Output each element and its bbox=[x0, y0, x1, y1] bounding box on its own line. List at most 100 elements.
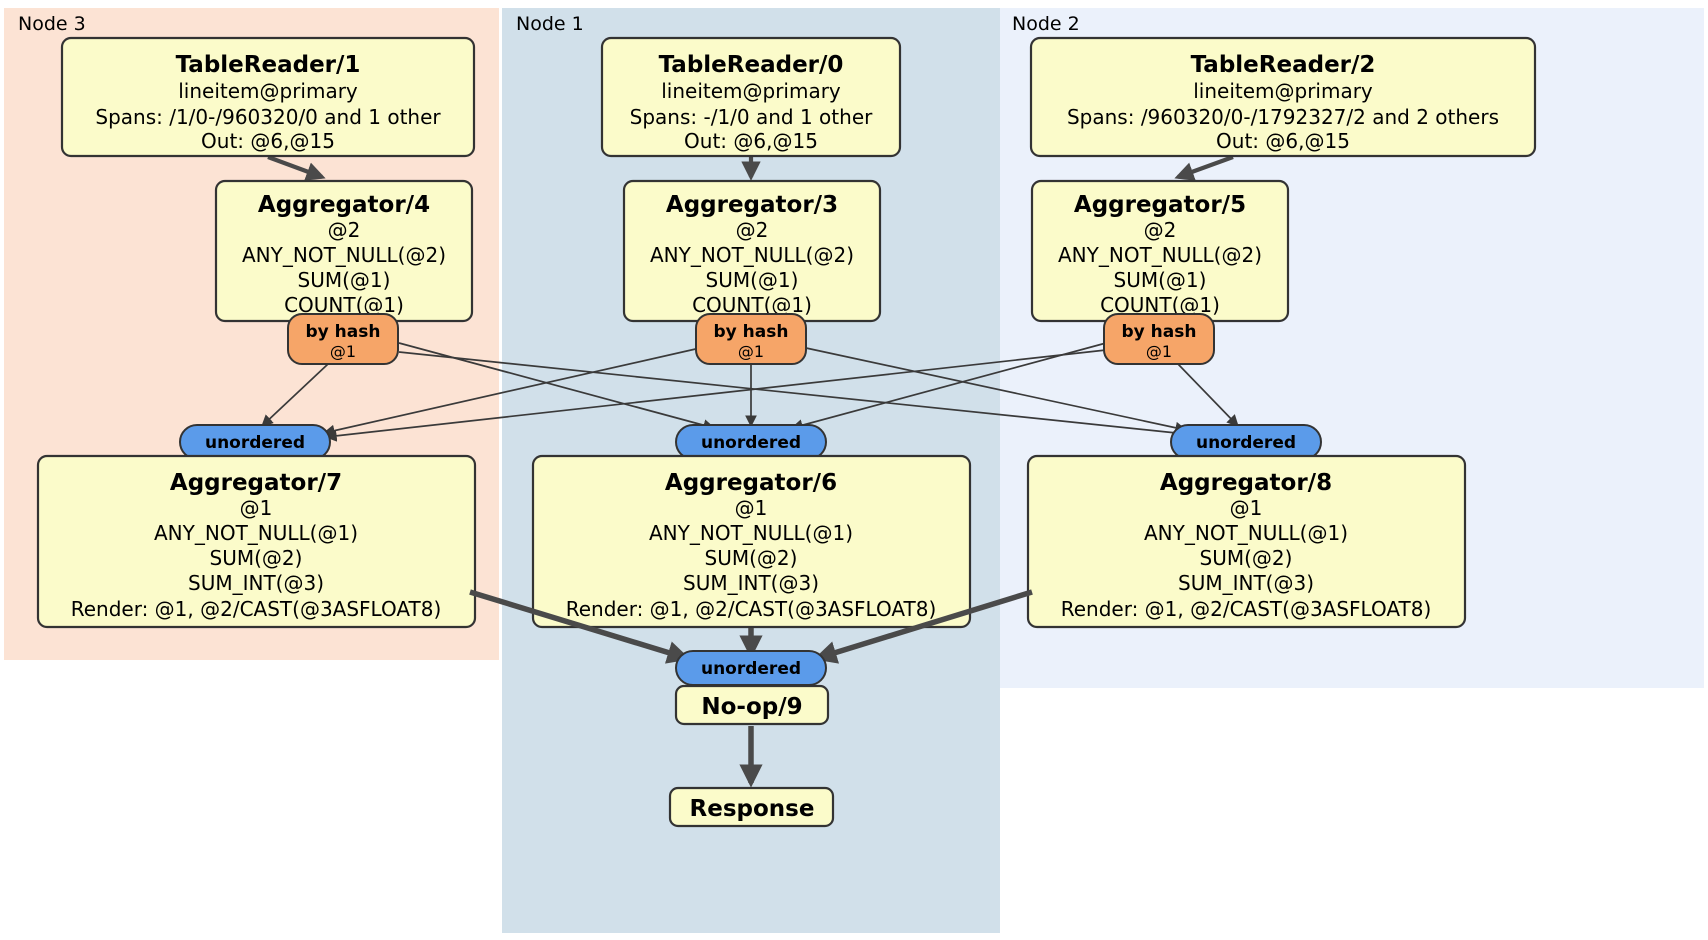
processor-aggregator6[interactable]: Aggregator/6 @1 ANY_NOT_NULL(@1) SUM(@2)… bbox=[531, 454, 972, 629]
edge-aggregator8-to-unordered9 bbox=[813, 589, 1033, 664]
aggregator6-line-4: Render: @1, @2/CAST(@3ASFLOAT8) bbox=[566, 597, 937, 621]
edge-aggregator7-to-unordered9 bbox=[469, 589, 691, 664]
noop9-title: No-op/9 bbox=[701, 694, 802, 720]
edge-tablereader1-to-aggregator4 bbox=[267, 155, 326, 181]
tablereader0-line-0: lineitem@primary bbox=[661, 79, 841, 103]
aggregator3-line-0: @2 bbox=[736, 218, 769, 242]
byhash-3-sub: @1 bbox=[738, 342, 764, 361]
edges-reader-to-aggregator bbox=[267, 155, 1234, 181]
aggregator7-line-3: SUM_INT(@3) bbox=[188, 571, 324, 595]
byhash-5-badge[interactable] bbox=[1103, 313, 1215, 365]
sync-unordered-aggregator7[interactable]: unordered bbox=[179, 424, 331, 460]
edge-byhash5-to-unordered8 bbox=[1177, 363, 1239, 427]
processor-aggregator4[interactable]: Aggregator/4 @2 ANY_NOT_NULL(@2) SUM(@1)… bbox=[214, 179, 474, 323]
tablereader1-line-0: lineitem@primary bbox=[178, 79, 358, 103]
byhash-4-label: by hash bbox=[306, 322, 381, 342]
processor-tablereader1[interactable]: TableReader/1 lineitem@primary Spans: /1… bbox=[60, 36, 476, 158]
aggregator5-line-1: ANY_NOT_NULL(@2) bbox=[1058, 243, 1262, 267]
aggregator8-line-2: SUM(@2) bbox=[1200, 546, 1293, 570]
edges-shuffle bbox=[261, 342, 1239, 442]
aggregator6-line-0: @1 bbox=[735, 496, 768, 520]
aggregator4-title: Aggregator/4 bbox=[258, 192, 430, 218]
byhash-3-label: by hash bbox=[714, 322, 789, 342]
sync-unordered-aggregator8[interactable]: unordered bbox=[1170, 424, 1322, 460]
aggregator8-line-3: SUM_INT(@3) bbox=[1178, 571, 1314, 595]
tablereader0-box[interactable] bbox=[600, 36, 902, 158]
processor-aggregator3[interactable]: Aggregator/3 @2 ANY_NOT_NULL(@2) SUM(@1)… bbox=[622, 179, 882, 323]
tablereader2-line-1: Spans: /960320/0-/1792327/2 and 2 others bbox=[1067, 105, 1499, 129]
aggregator6-box[interactable] bbox=[531, 454, 972, 629]
sync-badges-top-group: unordered unordered unordered bbox=[179, 424, 1322, 460]
tablereader2-title: TableReader/2 bbox=[1191, 52, 1376, 78]
router-badges-group: by hash @1 by hash @1 by hash @1 bbox=[287, 313, 1215, 365]
aggregator5-line-0: @2 bbox=[1144, 218, 1177, 242]
aggregator4-line-0: @2 bbox=[328, 218, 361, 242]
aggregator8-line-4: Render: @1, @2/CAST(@3ASFLOAT8) bbox=[1061, 597, 1432, 621]
edge-byhash5-to-unordered6 bbox=[790, 342, 1107, 431]
aggregator7-box[interactable] bbox=[36, 454, 477, 629]
router-byhash-aggregator4[interactable]: by hash @1 bbox=[287, 313, 399, 365]
response-box[interactable] bbox=[668, 786, 835, 828]
edge-byhash4-to-unordered8 bbox=[398, 351, 1188, 439]
processor-aggregator7[interactable]: Aggregator/7 @1 ANY_NOT_NULL(@1) SUM(@2)… bbox=[36, 454, 477, 629]
edge-byhash5-to-unordered7 bbox=[324, 349, 1107, 442]
aggregator8-box[interactable] bbox=[1026, 454, 1467, 629]
final-aggregators-group: Aggregator/7 @1 ANY_NOT_NULL(@1) SUM(@2)… bbox=[36, 454, 1467, 629]
aggregator3-line-2: SUM(@1) bbox=[706, 268, 799, 292]
aggregator7-line-1: ANY_NOT_NULL(@1) bbox=[154, 521, 358, 545]
byhash-3-badge[interactable] bbox=[695, 313, 807, 365]
aggregator6-line-3: SUM_INT(@3) bbox=[683, 571, 819, 595]
processor-response[interactable]: Response bbox=[668, 786, 835, 828]
aggregator8-line-0: @1 bbox=[1230, 496, 1263, 520]
tablereader2-line-0: lineitem@primary bbox=[1193, 79, 1373, 103]
tablereader0-line-1: Spans: -/1/0 and 1 other bbox=[630, 105, 873, 129]
edges-final-gather bbox=[469, 589, 1033, 664]
tablereader1-title: TableReader/1 bbox=[176, 52, 361, 78]
byhash-4-sub: @1 bbox=[330, 342, 356, 361]
aggregator6-title: Aggregator/6 bbox=[665, 470, 837, 496]
sync-unordered-aggregator6[interactable]: unordered bbox=[675, 424, 827, 460]
response-title: Response bbox=[690, 796, 815, 822]
tablereader1-line-2: Out: @6,@15 bbox=[201, 129, 335, 153]
aggregator8-line-1: ANY_NOT_NULL(@1) bbox=[1144, 521, 1348, 545]
aggregator7-line-4: Render: @1, @2/CAST(@3ASFLOAT8) bbox=[71, 597, 442, 621]
edge-tablereader2-to-aggregator5 bbox=[1174, 155, 1234, 181]
sync-unordered-noop[interactable]: unordered bbox=[675, 650, 827, 686]
aggregator8-title: Aggregator/8 bbox=[1160, 470, 1332, 496]
edge-byhash4-to-unordered7 bbox=[261, 363, 329, 427]
processor-aggregator8[interactable]: Aggregator/8 @1 ANY_NOT_NULL(@1) SUM(@2)… bbox=[1026, 454, 1467, 629]
unordered-6-label: unordered bbox=[701, 433, 801, 453]
aggregator3-title: Aggregator/3 bbox=[666, 192, 838, 218]
noop9-box[interactable] bbox=[674, 684, 830, 726]
tablereader2-box[interactable] bbox=[1029, 36, 1537, 158]
edge-byhash3-to-unordered8 bbox=[805, 347, 1188, 434]
processor-noop9[interactable]: No-op/9 bbox=[674, 684, 830, 726]
router-byhash-aggregator5[interactable]: by hash @1 bbox=[1103, 313, 1215, 365]
byhash-5-sub: @1 bbox=[1146, 342, 1172, 361]
edge-byhash3-to-unordered7 bbox=[322, 347, 701, 437]
aggregator7-line-0: @1 bbox=[240, 496, 273, 520]
region-node3-label: Node 3 bbox=[18, 13, 86, 35]
aggregator4-line-2: SUM(@1) bbox=[298, 268, 391, 292]
aggregator7-title: Aggregator/7 bbox=[170, 470, 342, 496]
unordered-7-label: unordered bbox=[205, 433, 305, 453]
aggregator5-title: Aggregator/5 bbox=[1074, 192, 1246, 218]
router-byhash-aggregator3[interactable]: by hash @1 bbox=[695, 313, 807, 365]
tablereader1-box[interactable] bbox=[60, 36, 476, 158]
unordered-8-label: unordered bbox=[1196, 433, 1296, 453]
byhash-4-badge[interactable] bbox=[287, 313, 399, 365]
tablereader0-title: TableReader/0 bbox=[659, 52, 844, 78]
tablereader0-line-2: Out: @6,@15 bbox=[684, 129, 818, 153]
tablereader1-line-1: Spans: /1/0-/960320/0 and 1 other bbox=[95, 105, 441, 129]
aggregator7-line-2: SUM(@2) bbox=[210, 546, 303, 570]
byhash-5-label: by hash bbox=[1122, 322, 1197, 342]
aggregator6-line-2: SUM(@2) bbox=[705, 546, 798, 570]
boxes-group: TableReader/1 lineitem@primary Spans: /1… bbox=[60, 36, 1537, 323]
processor-tablereader2[interactable]: TableReader/2 lineitem@primary Spans: /9… bbox=[1029, 36, 1537, 158]
processor-tablereader0[interactable]: TableReader/0 lineitem@primary Spans: -/… bbox=[600, 36, 902, 158]
tablereader2-line-2: Out: @6,@15 bbox=[1216, 129, 1350, 153]
aggregator4-line-1: ANY_NOT_NULL(@2) bbox=[242, 243, 446, 267]
processor-aggregator5[interactable]: Aggregator/5 @2 ANY_NOT_NULL(@2) SUM(@1)… bbox=[1030, 179, 1290, 323]
